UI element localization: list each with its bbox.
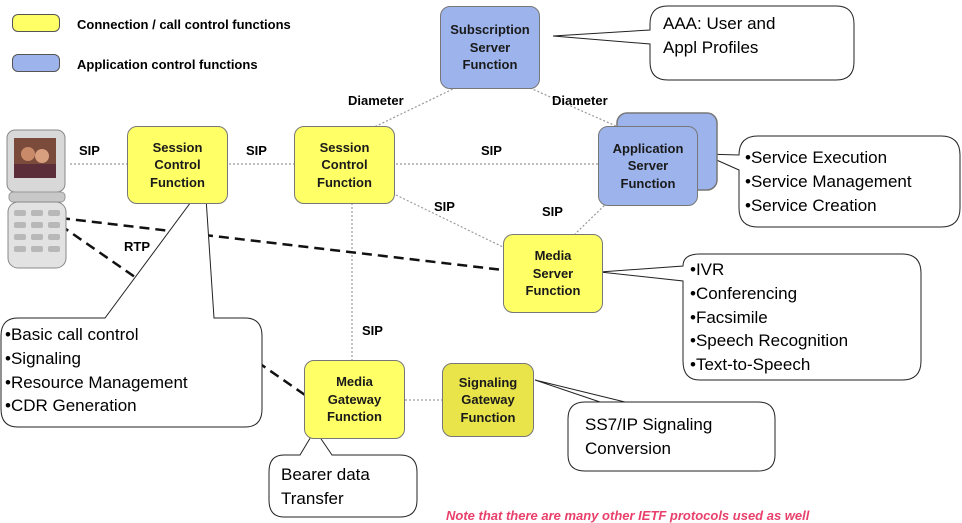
signaling-gateway-function-box[interactable]: Signaling Gateway Function bbox=[442, 363, 534, 437]
callout-aaa-shape bbox=[552, 5, 855, 81]
label-sip-scf-as: SIP bbox=[481, 143, 502, 158]
label-sip-scf-ms: SIP bbox=[434, 199, 455, 214]
callout-media-services-shape bbox=[599, 253, 922, 381]
callout-bearer-shape bbox=[268, 429, 418, 518]
label-diameter-left: Diameter bbox=[348, 93, 404, 108]
line-as-ms bbox=[574, 199, 611, 235]
rtp-line-media-server bbox=[59, 216, 504, 272]
application-server-function-box[interactable]: Application Server Function bbox=[598, 126, 698, 206]
label-sip-scf-scf: SIP bbox=[246, 143, 267, 158]
callout-app-services-text: •Service Execution •Service Management •… bbox=[745, 148, 912, 215]
session-control-function-box-1[interactable]: Session Control Function bbox=[127, 126, 228, 204]
label-sip-as-ms: SIP bbox=[542, 204, 563, 219]
subscription-server-function-box[interactable]: Subscription Server Function bbox=[440, 6, 540, 89]
media-gateway-function-box[interactable]: Media Gateway Function bbox=[304, 360, 405, 439]
label-sip-scf-mgw: SIP bbox=[362, 323, 383, 338]
line-sub-as bbox=[529, 87, 626, 131]
label-diameter-right: Diameter bbox=[552, 93, 608, 108]
callout-bearer-text: Bearer data Transfer bbox=[281, 465, 370, 508]
media-server-function-box[interactable]: Media Server Function bbox=[503, 234, 603, 313]
mobile-phone-icon bbox=[4, 128, 70, 270]
session-control-function-box-2[interactable]: Session Control Function bbox=[294, 126, 395, 204]
footnote: Note that there are many other IETF prot… bbox=[446, 508, 810, 523]
legend-swatch-application bbox=[12, 54, 60, 72]
label-rtp: RTP bbox=[124, 239, 150, 254]
callout-session-functions-shape bbox=[0, 181, 263, 428]
legend-swatch-connection bbox=[12, 14, 60, 32]
callout-session-functions-text: •Basic call control •Signaling •Resource… bbox=[5, 325, 188, 416]
line-scf2-ms bbox=[395, 194, 506, 249]
callout-media-services-text: •IVR •Conferencing •Facsimile •Speech Re… bbox=[690, 260, 849, 375]
legend-label-application: Application control functions bbox=[77, 57, 258, 72]
callout-ss7-text: SS7/IP Signaling Conversion bbox=[585, 415, 713, 458]
legend-label-connection: Connection / call control functions bbox=[77, 17, 291, 32]
line-scf2-sub bbox=[367, 87, 456, 131]
callout-aaa-text: AAA: User and Appl Profiles bbox=[663, 14, 776, 57]
callout-app-services-shape bbox=[702, 135, 961, 228]
label-sip-phone: SIP bbox=[79, 143, 100, 158]
callout-ss7-shape bbox=[534, 379, 776, 472]
